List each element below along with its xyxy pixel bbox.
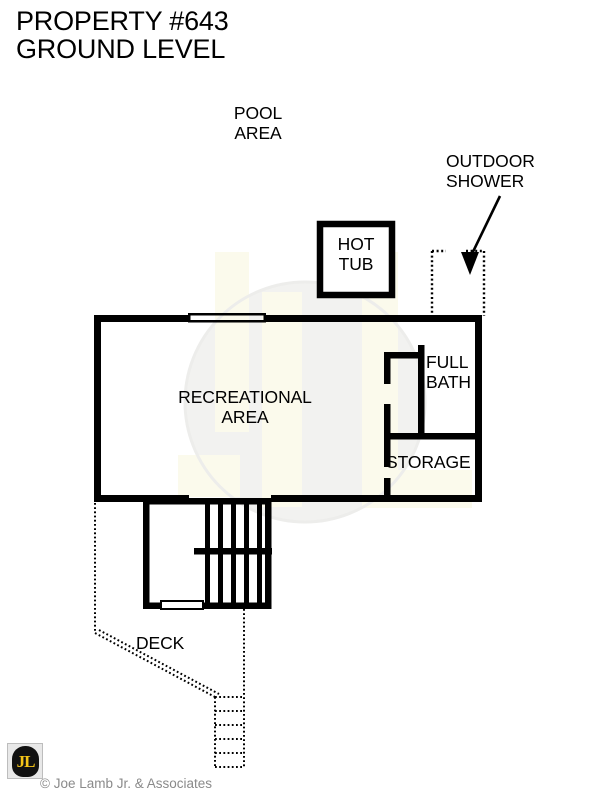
hot-tub-box <box>316 220 396 299</box>
main-building-walls <box>94 313 482 502</box>
plan-title-block: PROPERTY #643 GROUND LEVEL <box>16 6 229 64</box>
label-outdoor-shower: OUTDOOR SHOWER <box>446 151 535 191</box>
page-title-line-1: PROPERTY #643 <box>16 6 229 36</box>
label-pool-area: POOL AREA <box>233 103 283 143</box>
label-deck: DECK <box>136 633 185 653</box>
exterior-deck-outline <box>94 503 245 768</box>
label-hot-tub: HOT TUB <box>337 234 375 274</box>
outdoor-shower-enclosure <box>430 249 486 316</box>
deck-window <box>160 600 204 610</box>
label-storage: STORAGE <box>386 452 471 472</box>
label-full-bath: FULL BATH <box>426 352 471 392</box>
page-title-line-2: GROUND LEVEL <box>16 33 226 64</box>
label-recreational-area: RECREATIONAL AREA <box>178 387 312 427</box>
outdoor-shower-arrow <box>461 195 502 275</box>
interior-walls <box>384 345 482 502</box>
logo-monogram: JL <box>16 752 36 771</box>
company-logo: JL <box>7 743 43 779</box>
logo-badge-shape: JL <box>12 746 39 777</box>
copyright-notice: © Joe Lamb Jr. & Associates <box>40 776 213 791</box>
interior-stairs <box>194 502 272 606</box>
